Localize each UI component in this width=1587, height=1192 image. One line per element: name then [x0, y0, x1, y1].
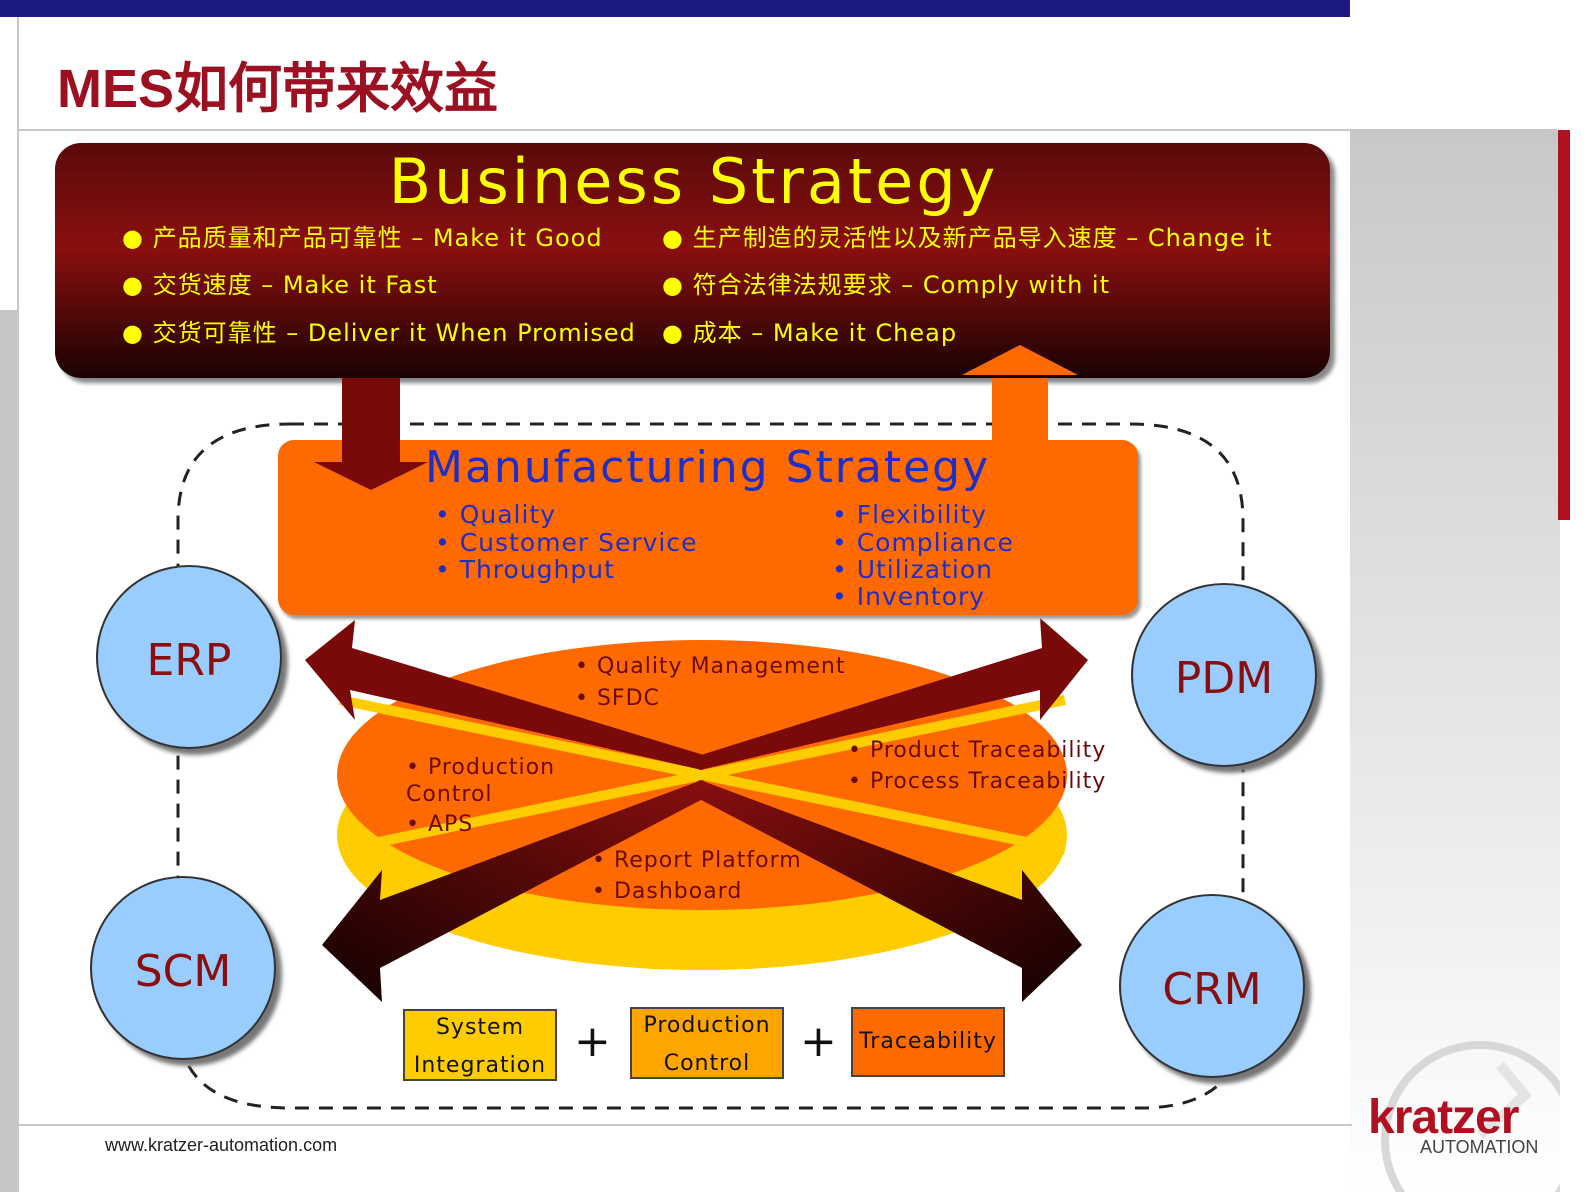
top-bar	[0, 0, 1350, 17]
dashed-boundary	[176, 422, 1245, 1110]
arrow-to-erp	[305, 620, 720, 770]
box-line: Control	[663, 1051, 751, 1076]
business-item: ● 生产制造的灵活性以及新产品导入速度 – Change it	[662, 224, 1273, 252]
pie-bottom-item: • Report Platform	[592, 848, 802, 873]
crm-circle: CRM	[1119, 894, 1305, 1078]
traceability-box: Traceability	[851, 1007, 1005, 1077]
right-panel	[1350, 130, 1560, 1192]
scm-label: SCM	[134, 946, 232, 997]
business-item: ● 成本 – Make it Cheap	[662, 319, 958, 347]
manufacturing-item: • Customer Service	[435, 528, 698, 557]
pie-left-item: Control	[406, 782, 493, 807]
kratzer-logo-ring	[1381, 1041, 1560, 1192]
left-gray-strip	[0, 310, 17, 1192]
pie-right-item: • Product Traceability	[848, 738, 1107, 763]
box-line: Integration	[413, 1053, 547, 1078]
header-divider	[17, 129, 1557, 131]
box-line: System	[435, 1015, 525, 1040]
erp-circle: ERP	[96, 565, 282, 749]
box-line: Production	[643, 1013, 771, 1038]
up-arrow-head	[962, 345, 1078, 375]
pie-bottom-item: • Dashboard	[592, 879, 743, 904]
erp-label: ERP	[146, 635, 232, 686]
logo-text: kratzer	[1368, 1091, 1519, 1144]
plus-sign: +	[574, 1016, 611, 1067]
pie-left-item: • Production	[406, 755, 556, 780]
production-control-box: Production Control	[630, 1007, 784, 1079]
footer-divider	[17, 1124, 1352, 1126]
manufacturing-item: • Inventory	[832, 582, 986, 611]
pdm-circle: PDM	[1131, 583, 1317, 767]
business-item: ● 产品质量和产品可靠性 – Make it Good	[122, 224, 603, 252]
pie-right-item: • Process Traceability	[848, 769, 1107, 794]
pie-top-item: • Quality Management	[575, 654, 846, 679]
pie-top-item: • SFDC	[575, 686, 660, 711]
plus-sign: +	[800, 1016, 837, 1067]
business-strategy-box	[55, 143, 1330, 378]
business-item: ● 交货可靠性 – Deliver it When Promised	[122, 319, 636, 347]
business-item: ● 交货速度 – Make it Fast	[122, 271, 438, 299]
down-arrow-overlay	[314, 378, 428, 490]
footer-url: www.kratzer-automation.com	[105, 1135, 338, 1155]
up-arrow-shaft	[992, 378, 1048, 442]
slide-title: MES如何带来效益	[57, 59, 499, 119]
system-integration-box: System Integration	[403, 1009, 557, 1081]
right-panel-top	[1350, 17, 1560, 130]
pie-left-item: • APS	[406, 812, 474, 837]
crm-label: CRM	[1162, 964, 1262, 1015]
arrow-to-scm	[322, 780, 720, 1002]
red-stripe	[1558, 130, 1570, 520]
pdm-label: PDM	[1174, 653, 1274, 704]
manufacturing-strategy-box	[278, 440, 1138, 615]
box-line: Traceability	[859, 1029, 997, 1054]
arrow-to-crm	[682, 780, 1082, 1002]
manufacturing-item: • Compliance	[832, 528, 1014, 557]
logo-subtext: AUTOMATION	[1420, 1137, 1539, 1157]
business-item: ● 符合法律法规要求 – Comply with it	[662, 271, 1111, 299]
manufacturing-strategy-title: Manufacturing Strategy	[425, 442, 991, 493]
manufacturing-item: • Flexibility	[832, 500, 988, 529]
scm-circle: SCM	[90, 876, 276, 1060]
manufacturing-item: • Throughput	[435, 555, 615, 584]
business-strategy-title: Business Strategy	[388, 145, 999, 218]
arrow-to-pdm	[685, 618, 1088, 770]
manufacturing-item: • Utilization	[832, 555, 993, 584]
manufacturing-item: • Quality	[435, 500, 557, 529]
x-arrows	[305, 618, 1088, 1002]
left-frame-line	[17, 17, 19, 1192]
